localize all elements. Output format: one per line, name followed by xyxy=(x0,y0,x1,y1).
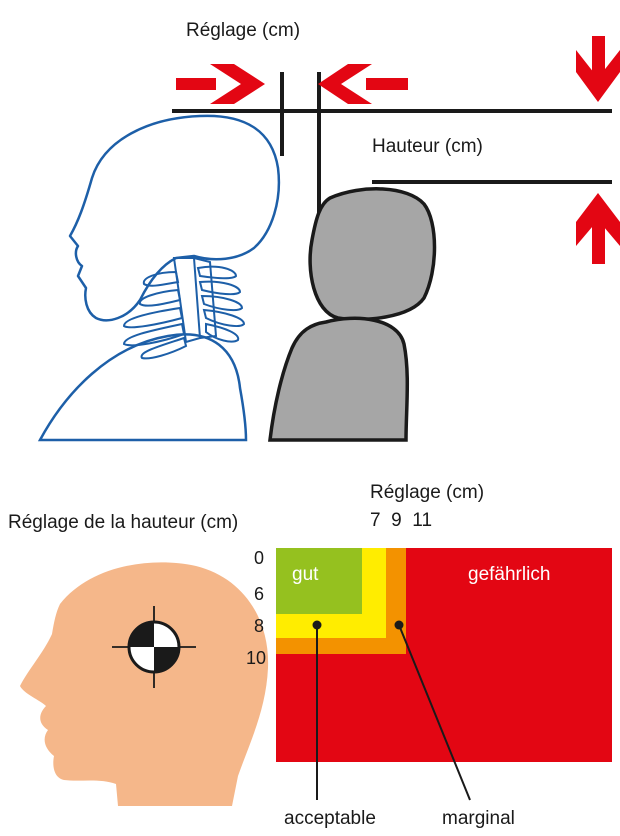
arrow-right-icon xyxy=(176,64,265,104)
zone-good xyxy=(276,548,362,614)
height-label-top: Hauteur (cm) xyxy=(372,136,483,158)
adjust-tick-9: 9 xyxy=(391,510,402,531)
headrest-lower xyxy=(270,318,407,440)
height-tick-6: 6 xyxy=(254,584,264,604)
adjustment-label-bottom: Réglage (cm) xyxy=(370,482,484,504)
adjustment-ticks: 7 9 11 xyxy=(370,510,432,532)
arrow-up-icon xyxy=(576,193,620,264)
arrow-down-icon xyxy=(576,36,620,102)
dummy-shoulders-outline xyxy=(40,334,246,440)
head-silhouette xyxy=(20,562,268,806)
arrow-left-icon xyxy=(318,64,408,104)
zone-dangerous-label: gefährlich xyxy=(468,564,550,586)
zone-good-label: gut xyxy=(292,564,318,586)
headrest-upper xyxy=(310,189,434,320)
zone-acceptable-label: acceptable xyxy=(284,808,376,830)
height-tick-0: 0 xyxy=(254,548,264,568)
adjust-tick-11: 11 xyxy=(412,510,432,531)
adjustment-label-top: Réglage (cm) xyxy=(186,20,300,42)
height-adjustment-label: Réglage de la hauteur (cm) xyxy=(8,512,238,534)
height-tick-8: 8 xyxy=(254,616,264,636)
adjust-tick-7: 7 xyxy=(370,510,381,531)
height-tick-10: 10 xyxy=(246,648,266,668)
zone-marginal-label: marginal xyxy=(442,808,515,830)
